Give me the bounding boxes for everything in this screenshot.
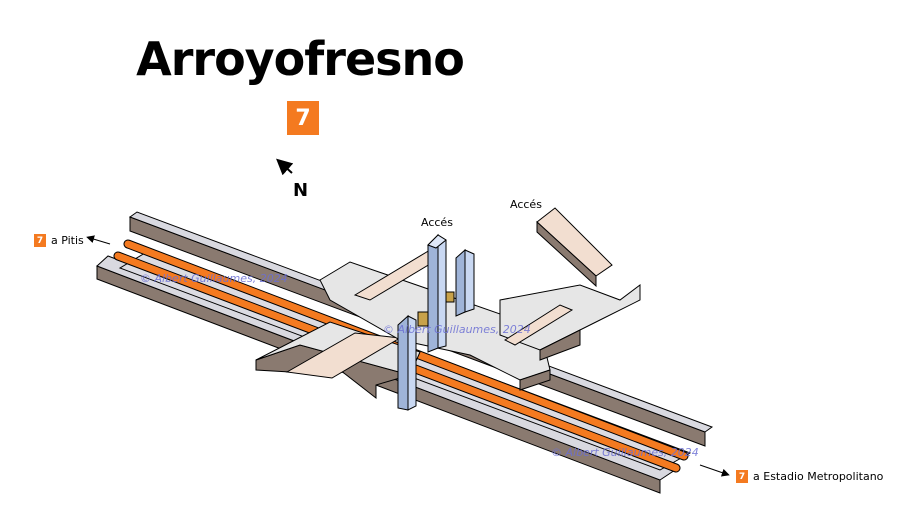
access-label: Accés — [510, 198, 542, 211]
line-badge: 7 — [287, 101, 319, 135]
line-badge-small: 7 — [34, 234, 46, 247]
north-label: N — [293, 180, 309, 201]
elevator-shaft-3 — [397, 314, 417, 411]
access-label: Accés — [421, 216, 453, 229]
destination-label: a Pitis — [51, 234, 84, 247]
destination-estadio: 7 a Estadio Metropolitano — [736, 470, 883, 483]
line-badge-small: 7 — [736, 470, 748, 483]
hall-right — [499, 207, 641, 361]
watermark: © Albert Guillaumes, 2024 — [383, 323, 531, 336]
destination-label: a Estadio Metropolitano — [753, 470, 884, 483]
arrow-to-estadio-icon — [699, 464, 730, 477]
elevator-shaft-2 — [455, 248, 475, 317]
watermark: © Albert Guillaumes, 2024 — [140, 272, 288, 285]
destination-pitis: 7 a Pitis — [34, 234, 84, 247]
elevator-shaft-1 — [427, 233, 447, 353]
watermark: © Albert Guillaumes, 2024 — [551, 446, 699, 459]
station-title: Arroyofresno — [136, 32, 465, 86]
arrow-to-pitis-icon — [86, 235, 111, 245]
north-arrow-icon — [276, 158, 294, 176]
